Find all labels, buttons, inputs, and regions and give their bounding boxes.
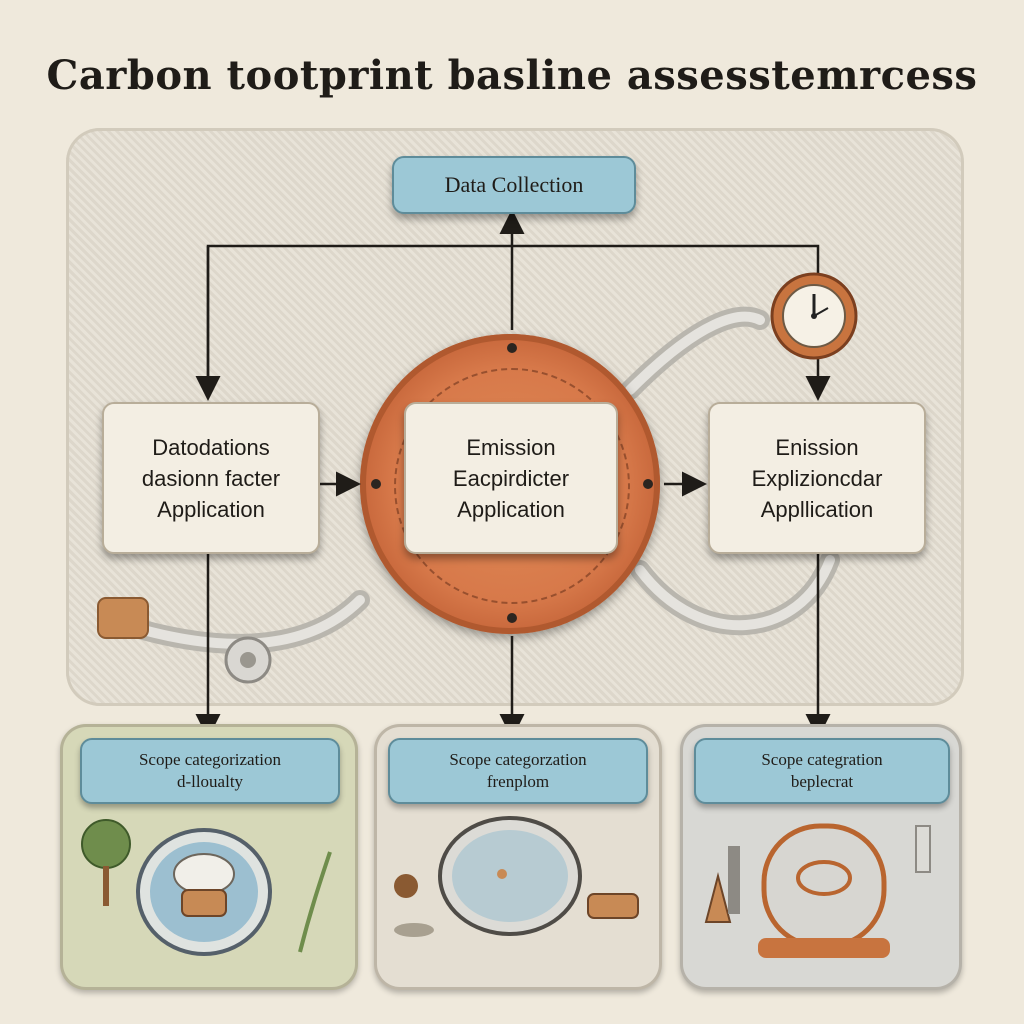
center-step-line-3: Application xyxy=(457,496,565,522)
scope-label-2: Scope categorzation frenplom xyxy=(388,738,648,804)
center-step-box: Emission Eacpirdicter Application xyxy=(404,402,618,554)
dome-icon xyxy=(81,819,332,956)
left-step-line-3: Application xyxy=(157,496,265,522)
clock-icon xyxy=(770,272,858,360)
left-step-box: Datodations dasionn facter Application xyxy=(102,402,320,554)
right-step-line-2: Explizioncdar xyxy=(751,465,883,491)
center-step-line-1: Emission xyxy=(466,434,556,460)
right-step-line-1: Enission xyxy=(775,434,859,460)
diagram-title: Carbon tootprint basline assesstemrcess xyxy=(46,52,978,99)
left-step-line-1: Datodations xyxy=(152,434,270,460)
right-step-line-3: Appllication xyxy=(760,496,874,522)
bowl-icon xyxy=(394,816,639,937)
center-step-line-2: Eacpirdicter xyxy=(452,465,570,491)
right-step-box: Enission Explizioncdar Appllication xyxy=(708,402,926,554)
scope-3-line-2: beplecrat xyxy=(790,772,854,791)
data-collection-box: Data Collection xyxy=(392,156,636,214)
scope-3-line-1: Scope categration xyxy=(761,750,883,769)
scope-label-1: Scope categorization d-lloualty xyxy=(80,738,340,804)
left-step-line-2: dasionn facter xyxy=(141,465,281,491)
scope-2-line-2: frenplom xyxy=(486,772,550,791)
scope-label-3: Scope categration beplecrat xyxy=(694,738,950,804)
ring-dashed-border xyxy=(394,368,630,604)
scope-1-line-2: d-lloualty xyxy=(176,772,244,791)
scope-1-line-1: Scope categorization xyxy=(138,750,282,769)
scope-2-line-1: Scope categorzation xyxy=(449,750,587,769)
capsule-icon xyxy=(704,823,931,958)
